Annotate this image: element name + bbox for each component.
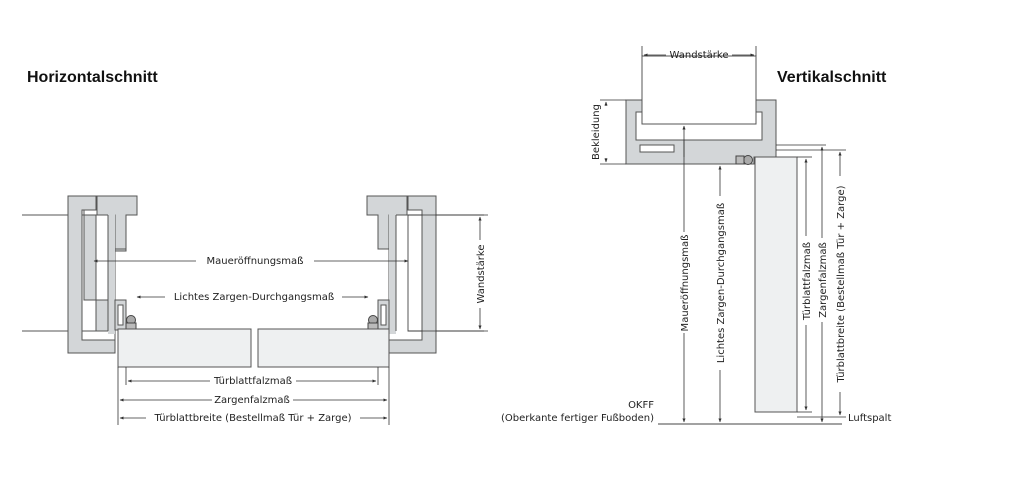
left-tuerblattfalz-label: Türblattfalzmaß bbox=[213, 376, 292, 387]
right-wandstaerke-label: Wandstärke bbox=[669, 50, 728, 61]
right-mauer-label: Maueröffnungsmaß bbox=[680, 235, 691, 332]
right-okff-label: OKFF bbox=[628, 400, 654, 411]
left-zargenfalz-label: Zargenfalzmaß bbox=[214, 395, 290, 406]
right-tuerblattfalz-label: Türblattfalzmaß bbox=[802, 242, 813, 321]
top-wall bbox=[641, 55, 757, 125]
right-lichtes-label: Lichtes Zargen-Durchgangsmaß bbox=[716, 203, 727, 363]
right-door-frame bbox=[366, 195, 437, 354]
door-leaf-left-part bbox=[117, 328, 252, 368]
right-okff-full-label: (Oberkante fertiger Fußboden) bbox=[501, 413, 654, 424]
door-leaf-vertical bbox=[754, 156, 798, 413]
top-hinge-icon bbox=[735, 155, 753, 165]
left-lichtes-label: Lichtes Zargen-Durchgangsmaß bbox=[174, 292, 334, 303]
left-hinge-icon bbox=[125, 315, 137, 330]
left-mauer-label: Maueröffnungsmaß bbox=[207, 256, 304, 267]
left-tuerblattbreite-label: Türblattbreite (Bestellmaß Tür + Zarge) bbox=[153, 413, 351, 424]
right-zargenfalz-label: Zargenfalzmaß bbox=[818, 242, 829, 318]
door-leaf-right-part bbox=[257, 328, 390, 368]
left-door-frame bbox=[67, 195, 138, 354]
vertical-section-title: Vertikalschnitt bbox=[777, 69, 887, 86]
right-bekleidung-label: Bekleidung bbox=[591, 104, 602, 160]
right-wall bbox=[407, 214, 484, 332]
horizontal-section-title: Horizontalschnitt bbox=[27, 69, 158, 86]
left-wandstaerke-label: Wandstärke bbox=[476, 244, 487, 303]
right-tuerblattbreite-label: Türblattbreite (Bestellmaß Tür + Zarge) bbox=[836, 185, 847, 383]
right-luftspalt-label: Luftspalt bbox=[848, 413, 891, 424]
right-hinge-icon bbox=[367, 315, 379, 330]
